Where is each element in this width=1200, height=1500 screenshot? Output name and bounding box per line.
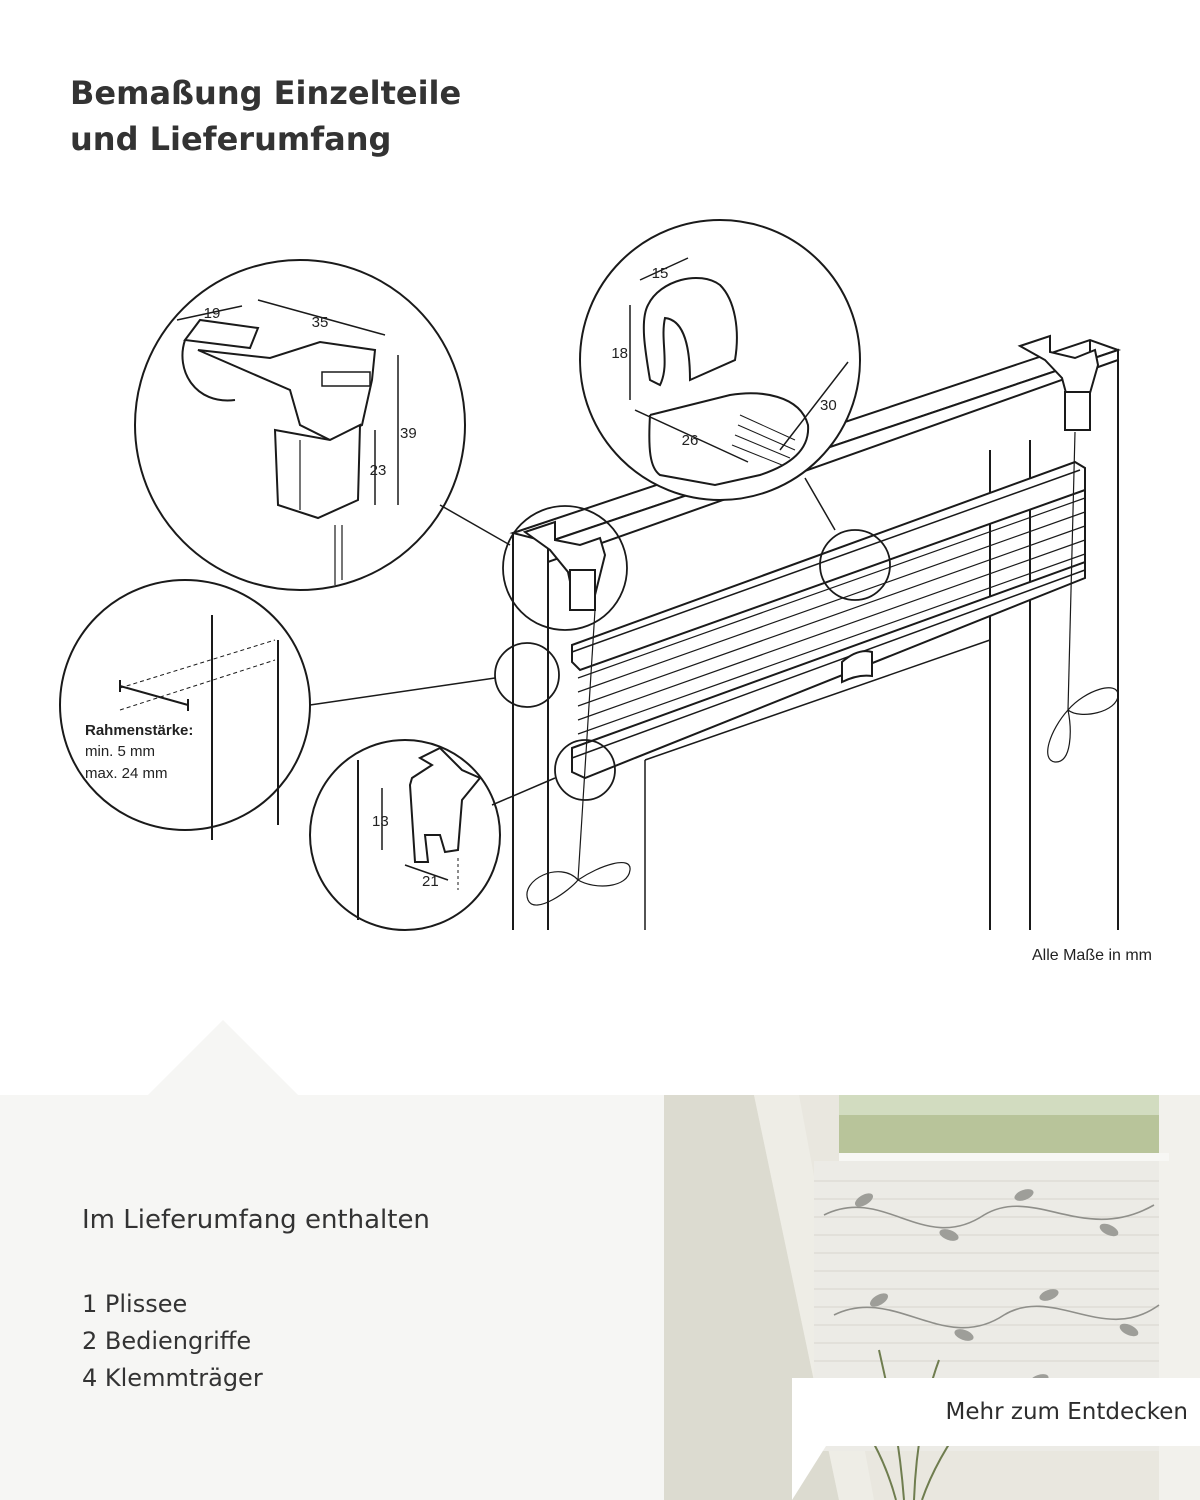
discover-more-button[interactable]: Mehr zum Entdecken (792, 1378, 1200, 1446)
dim-clamp-35: 35 (312, 314, 329, 331)
dim-handle-18: 18 (611, 345, 628, 362)
frame-thickness-max: max. 24 mm (85, 765, 168, 782)
units-note: Alle Maße in mm (1031, 947, 1152, 964)
dim-profile-13: 13 (372, 813, 389, 830)
panel-notch (148, 1020, 298, 1095)
included-title: Im Lieferumfang enthalten (82, 1205, 430, 1235)
list-item: 4 Klemmträger (82, 1364, 263, 1392)
detail-clamp-bracket: 19 35 39 23 (134, 259, 466, 591)
list-item: 2 Bediengriffe (82, 1327, 252, 1355)
detail-frame-thickness: Rahmenstärke: min. 5 mm max. 24 mm (59, 579, 311, 840)
pleated-blind (571, 460, 1086, 780)
page-title: Bemaßung Einzelteile und Lieferumfang (70, 70, 461, 162)
detail-bottom-profile: 13 21 (309, 739, 501, 931)
operating-cords (526, 431, 1119, 906)
cta-tail-shape (792, 1446, 826, 1500)
dim-handle-15: 15 (652, 265, 669, 282)
included-list: 1 Plissee 2 Bediengriffe 4 Klemmträger (82, 1286, 263, 1397)
dim-profile-21: 21 (422, 873, 439, 890)
detail-operating-handle: 15 18 26 30 (579, 219, 861, 501)
clamp-bracket-left (522, 520, 607, 611)
page-title-line-1: Bemaßung Einzelteile (70, 74, 462, 112)
frame-thickness-min: min. 5 mm (85, 743, 155, 760)
list-item: 1 Plissee (82, 1290, 188, 1318)
page-title-line-2: und Lieferumfang (70, 120, 392, 158)
dim-clamp-23: 23 (370, 462, 387, 479)
dim-clamp-19: 19 (204, 305, 221, 322)
highlight-profile (554, 739, 616, 801)
clamp-bracket-right (1017, 334, 1100, 431)
highlight-frame (494, 642, 560, 708)
dim-handle-30: 30 (820, 397, 837, 414)
frame-thickness-title: Rahmenstärke: (85, 722, 193, 739)
dim-handle-26: 26 (682, 432, 699, 449)
highlight-clamp (502, 505, 628, 631)
highlight-handle (819, 529, 891, 601)
dim-clamp-39: 39 (400, 425, 417, 442)
installation-diagram: 19 35 39 23 15 18 26 30 Rahmenstä (59, 219, 1122, 931)
